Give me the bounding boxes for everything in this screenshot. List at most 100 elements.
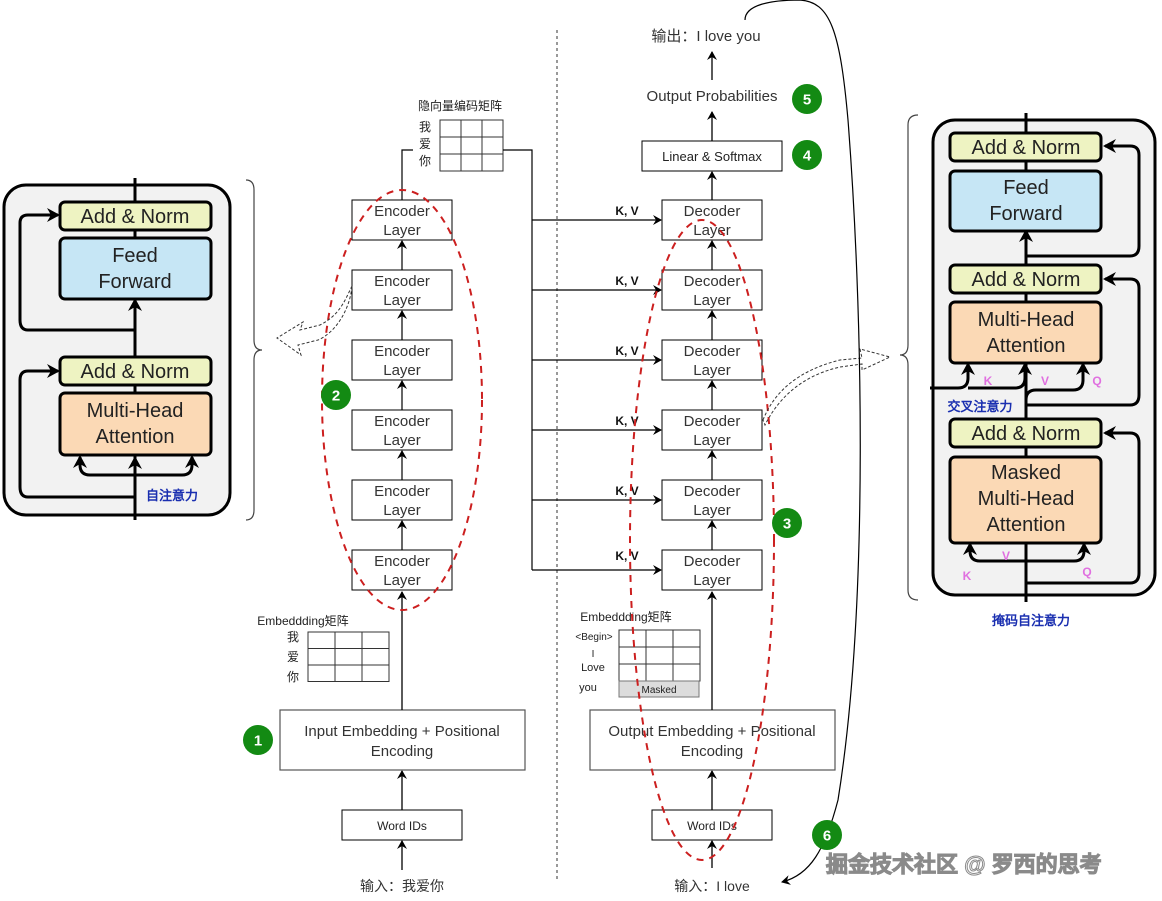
matrix-row-label: 我: [287, 630, 299, 644]
masked-attention-block[interactable]: [948, 455, 1103, 545]
panel-frame: [2, 183, 232, 517]
decoder-word-ids-box[interactable]: [651, 809, 773, 841]
masked-input-k: [963, 542, 1026, 563]
matrix-cell: [334, 631, 363, 649]
matrix-cell: [672, 629, 701, 648]
decoder-highlight-ellipse: [629, 219, 775, 861]
step-badge: 4: [792, 140, 822, 170]
feed-forward-block[interactable]: [58, 236, 213, 301]
attention-label-2: Attention: [96, 426, 175, 448]
decoder-layer-label: Layer: [693, 572, 731, 589]
matrix-cell: [645, 646, 674, 665]
matrix-cell: [460, 153, 483, 172]
matrix-cell: [645, 629, 674, 648]
kv-label: K, V: [615, 274, 638, 288]
decoder-layer-box[interactable]: [661, 199, 763, 241]
step-badge-circle: [792, 84, 822, 114]
cross-attention-label-1: Multi-Head: [978, 309, 1075, 331]
add-norm-block[interactable]: [948, 263, 1103, 295]
decoder-layer-label: Decoder: [684, 553, 741, 570]
step-badge: 6: [812, 820, 842, 850]
masked-attention-label-2: Multi-Head: [978, 488, 1075, 510]
cross-attention-label-2: Attention: [987, 335, 1066, 357]
matrix-cell: [307, 648, 336, 666]
matrix-cell: [481, 153, 504, 172]
add-norm-block[interactable]: [948, 131, 1103, 163]
feed-forward-label-1: Feed: [1003, 177, 1049, 199]
linear-softmax-box[interactable]: [641, 140, 783, 172]
encoder-layer-label: Layer: [383, 362, 421, 379]
decoder-layer-box[interactable]: [661, 479, 763, 521]
feed-forward-label-1: Feed: [112, 245, 158, 267]
residual-path: [1026, 139, 1141, 258]
encoder-word-ids-box[interactable]: [341, 809, 463, 841]
key-label: K: [984, 374, 993, 388]
output-embedding-box[interactable]: [589, 709, 836, 771]
step-number: 4: [803, 148, 812, 165]
cross-attention-block[interactable]: [948, 300, 1103, 365]
kv-label: K, V: [615, 549, 638, 563]
add-norm-block[interactable]: [58, 200, 213, 232]
encoder-brace: [245, 179, 263, 521]
decoder-layer-box[interactable]: [661, 549, 763, 591]
matrix-row-label: <Begin>: [575, 632, 612, 643]
encoder-layer-box[interactable]: [351, 269, 453, 311]
attention-input-k: [73, 455, 135, 477]
matrix-cell: [481, 119, 504, 138]
matrix-cell: [307, 664, 336, 682]
matrix-row-label: 爱: [419, 137, 431, 151]
input-embedding-box[interactable]: [279, 709, 526, 771]
feed-forward-label-2: Forward: [989, 203, 1062, 225]
encoder-highlight-ellipse: [321, 189, 483, 611]
autoregressive-feedback-curve: [744, 0, 861, 885]
encoder-layer-label: Encoder: [374, 273, 430, 290]
multi-head-attention-block[interactable]: [58, 391, 213, 457]
matrix-cell: [361, 631, 390, 649]
decoder-layer-label: Decoder: [684, 343, 741, 360]
step-badge-circle: [792, 140, 822, 170]
add-norm-block[interactable]: [58, 355, 213, 387]
matrix-cell: [672, 663, 701, 682]
matrix-cell: [460, 119, 483, 138]
encoder-word-ids-label: Word IDs: [377, 819, 427, 833]
decoder-detail-panel: Add & Norm Feed Forward Add & Norm Multi…: [930, 113, 1157, 628]
add-norm-block[interactable]: [948, 417, 1103, 449]
matrix-cell: [439, 153, 462, 172]
kv-bus-line: [503, 149, 533, 570]
step-badge: 3: [772, 508, 802, 538]
encoder-layer-label: Encoder: [374, 343, 430, 360]
add-norm-label: Add & Norm: [972, 269, 1081, 291]
matrix-cell: [307, 631, 336, 649]
input-embedding-line1: Input Embedding + Positional: [304, 723, 500, 740]
step-number: 2: [332, 388, 340, 405]
encoder-layer-label: Encoder: [374, 203, 430, 220]
query-label: Q: [1092, 374, 1101, 388]
encoder-layer-box[interactable]: [351, 409, 453, 451]
feed-forward-block[interactable]: [948, 169, 1103, 233]
encoder-layer-label: Layer: [383, 222, 421, 239]
matrix-cell: [439, 136, 462, 155]
decoder-layer-label: Layer: [693, 502, 731, 519]
value-label: V: [1041, 374, 1049, 388]
hidden-vector-matrix: 隐向量编码矩阵 我 爱 你: [401, 98, 533, 570]
decoder-output-text: 输出：I love you: [651, 28, 760, 45]
decoder-brace: [899, 114, 919, 601]
decoder-embedding-matrix-title: Embeddding矩阵: [580, 610, 671, 624]
add-norm-label: Add & Norm: [972, 423, 1081, 445]
value-label: V: [1002, 549, 1010, 563]
encoder-stack: EncoderLayerEncoderLayerEncoderLayerEnco…: [351, 199, 453, 591]
matrix-cell: [439, 119, 462, 138]
decoder-layer-label: Decoder: [684, 273, 741, 290]
encoder-layer-box[interactable]: [351, 549, 453, 591]
